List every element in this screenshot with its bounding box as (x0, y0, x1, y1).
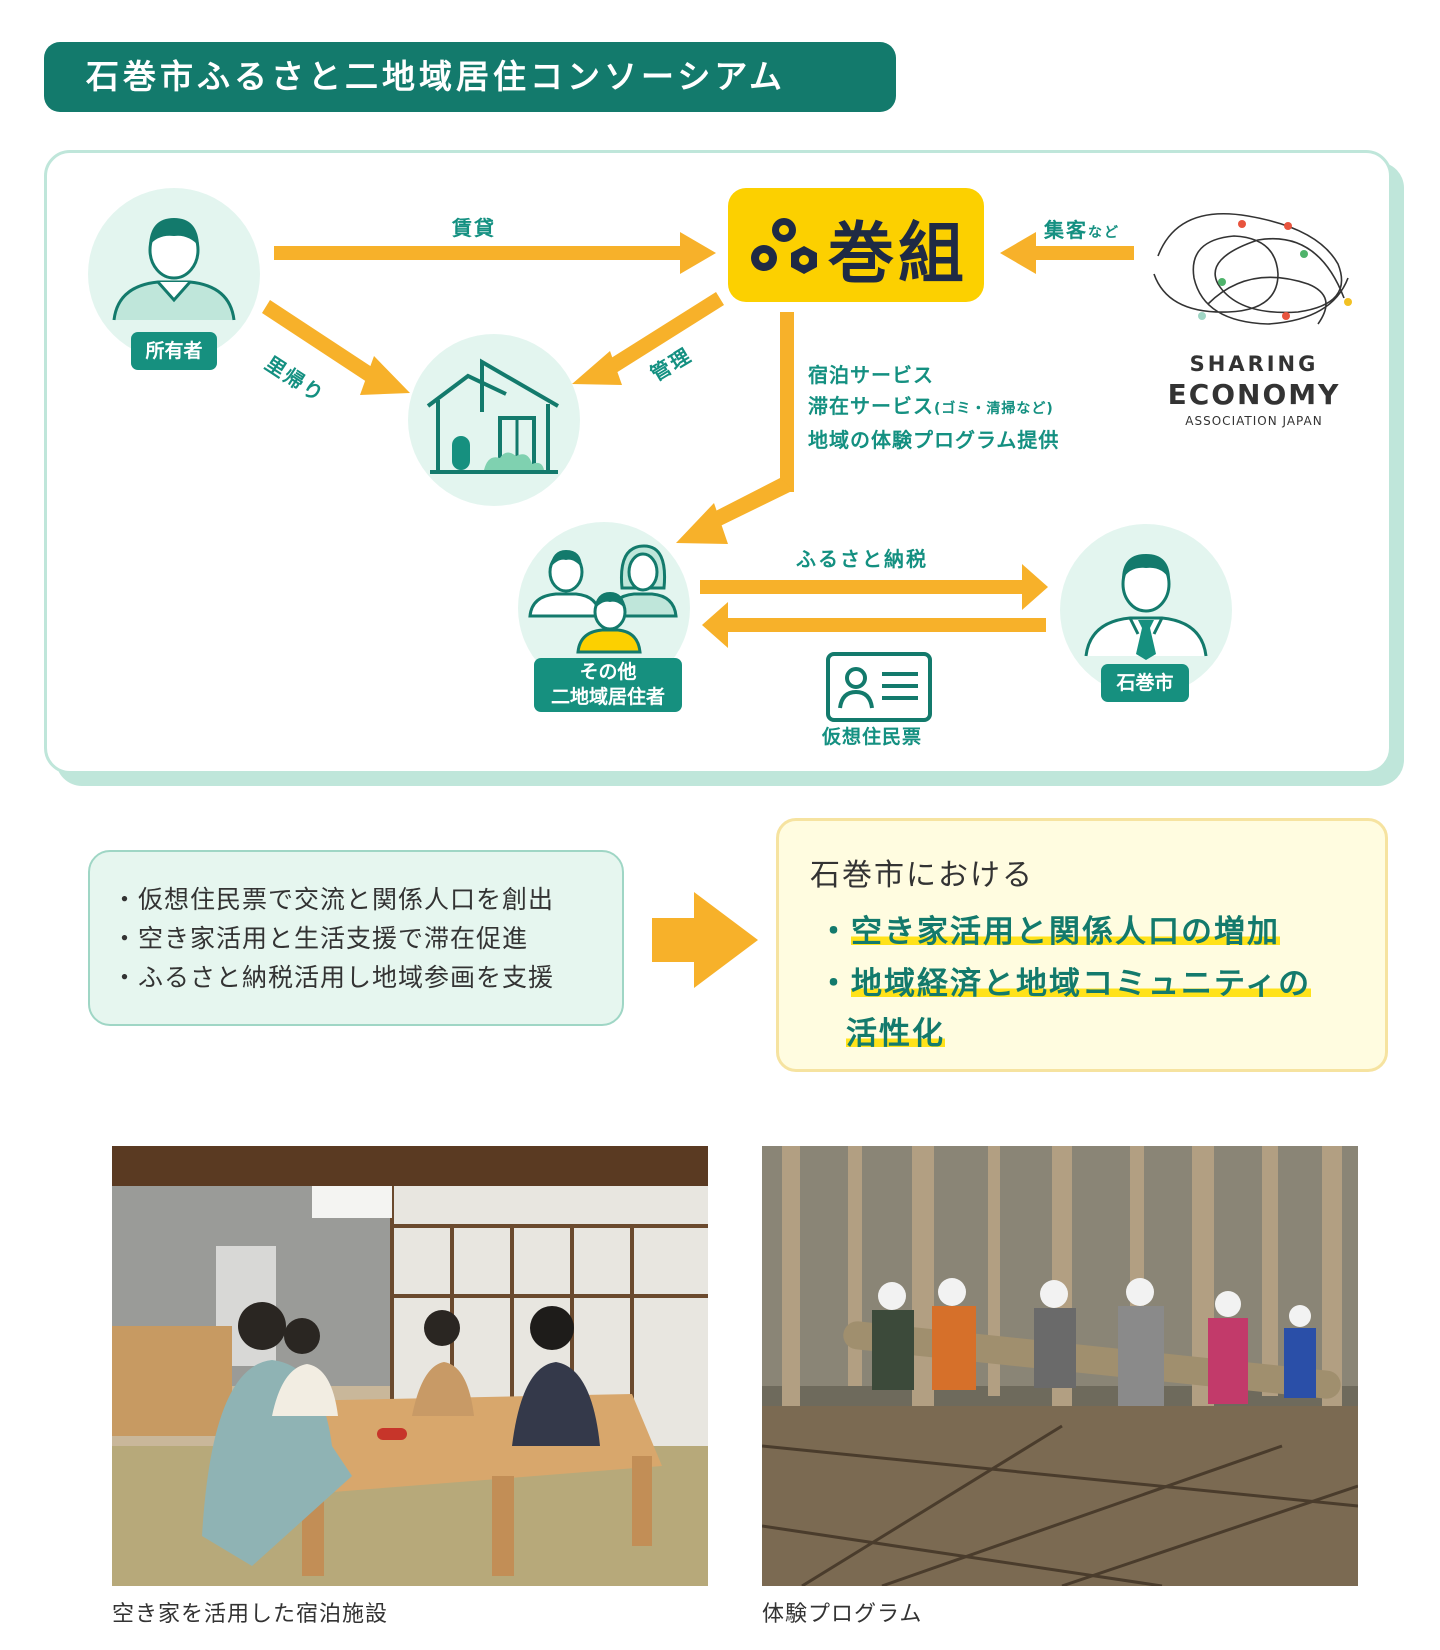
summary-box (88, 850, 624, 1026)
service-lodging: 宿泊サービス (808, 363, 934, 387)
outcome-heading: 石巻市における (810, 858, 1034, 893)
summary-bullet: ・空き家活用と生活支援で滞在促進 (112, 924, 529, 953)
arrow-services (676, 312, 794, 544)
arrow-lease (274, 232, 716, 274)
diagram-arrows (262, 232, 1134, 648)
arrow-furusato (700, 564, 1048, 610)
caption-program: 体験プログラム (762, 1602, 923, 1627)
makigumi-name: 巻組 (828, 214, 968, 292)
residents-label: その他 二地域居住者 (534, 658, 682, 712)
photo-lodging (112, 1146, 708, 1586)
label-attract: 集客など (1044, 218, 1120, 242)
service-program: 地域の体験プログラム提供 (808, 428, 1060, 452)
big-arrow-icon (652, 892, 758, 988)
owner-icon (112, 218, 236, 321)
makigumi-logo (728, 188, 984, 302)
service-stay: 滞在サービス(ゴミ・清掃など) (808, 394, 1054, 418)
summary-bullets: ・仮想住民票で交流と関係人口を創出 ・空き家活用と生活支援で滞在促進 ・ふるさと… (112, 880, 554, 997)
label-virtual-resident: 仮想住民票 (822, 726, 923, 748)
sea-line3: ASSOCIATION JAPAN (1185, 414, 1323, 428)
id-card-icon (826, 652, 932, 722)
label-furusato: ふるさと納税 (796, 547, 928, 571)
residents-icon (528, 544, 678, 654)
sharing-economy-logo-mark (1153, 212, 1352, 325)
outcome-item-2-cont: 活性化 (846, 1016, 945, 1052)
arrow-attract (1000, 232, 1134, 274)
sea-line2: ECONOMY (1167, 378, 1341, 411)
outcome-item-1: ・空き家活用と関係人口の増加 (818, 914, 1280, 950)
city-official-icon (1084, 554, 1208, 660)
page-title: 石巻市ふるさと二地域居住コンソーシアム (44, 42, 896, 112)
owner-label: 所有者 (131, 332, 217, 370)
city-label: 石巻市 (1101, 664, 1189, 702)
sea-line1: SHARING (1189, 352, 1319, 376)
summary-bullet: ・ふるさと納税活用し地域参画を支援 (112, 963, 555, 992)
gear-icon (751, 218, 817, 274)
arrow-return (262, 300, 410, 395)
house-icon (426, 358, 560, 474)
arrow-manage (572, 292, 724, 385)
label-lease: 賃貸 (452, 216, 496, 240)
caption-lodging: 空き家を活用した宿泊施設 (112, 1602, 389, 1627)
photo-program (762, 1146, 1358, 1586)
services-list: 宿泊サービス 滞在サービス(ゴミ・清掃など) 地域の体験プログラム提供 (808, 360, 1059, 456)
arrow-virtual (702, 602, 1046, 648)
summary-bullet: ・仮想住民票で交流と関係人口を創出 (112, 885, 555, 914)
outcome-item-2: ・地域経済と地域コミュニティの (818, 966, 1312, 1002)
